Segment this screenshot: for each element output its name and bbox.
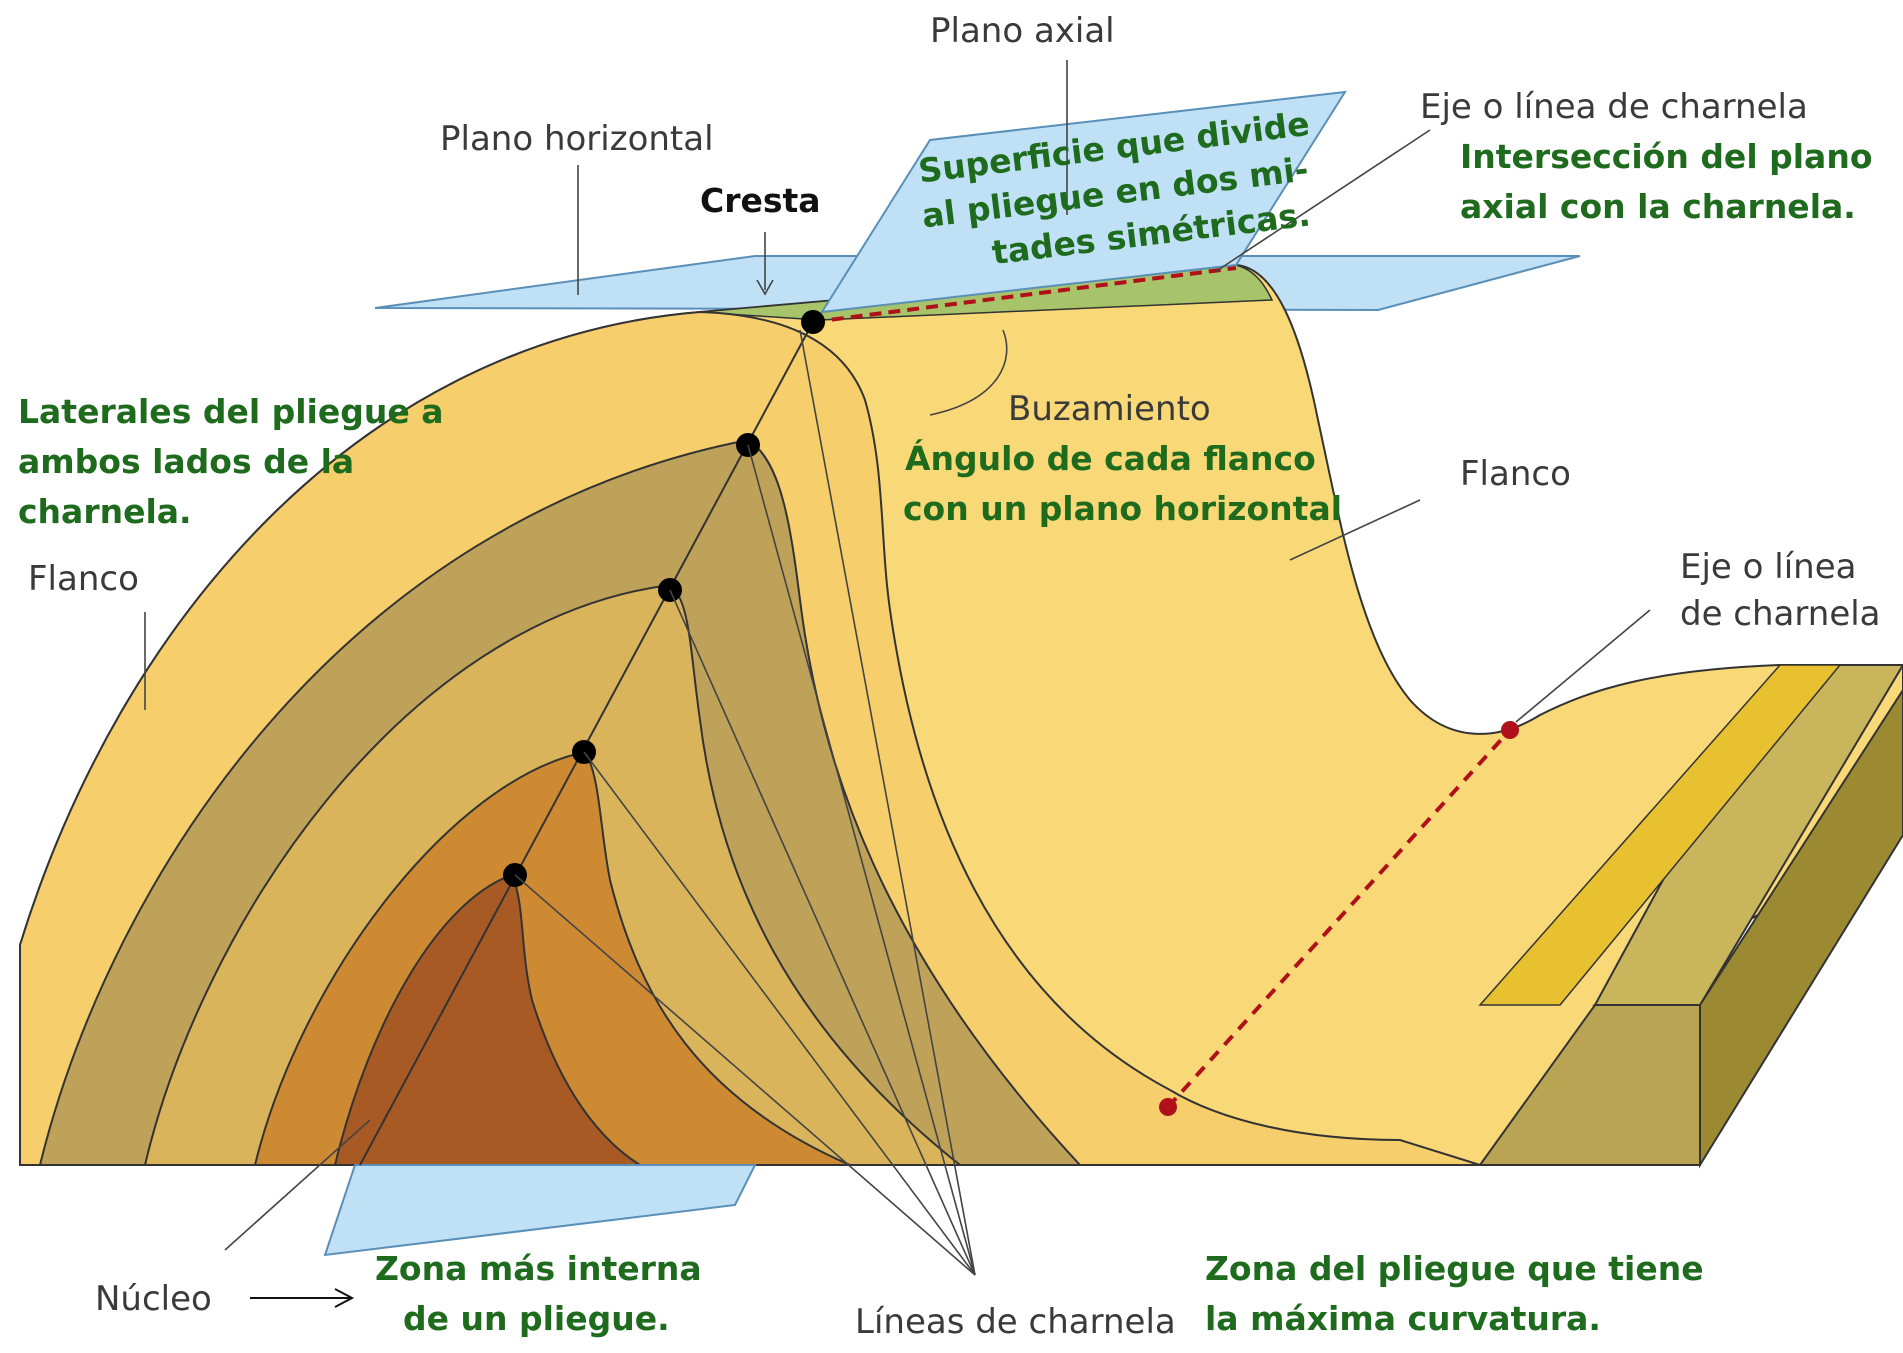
leader-nucleo xyxy=(224,1119,371,1251)
lineas-charnela-leaders xyxy=(514,329,976,1276)
trough-point-2 xyxy=(1501,721,1519,739)
label-flanco-left: Flanco xyxy=(28,559,139,599)
note-laterales-2: ambos lados de la xyxy=(18,442,354,481)
label-plano-axial: Plano axial xyxy=(930,11,1115,51)
note-angulo-2: con un plano horizontal xyxy=(903,489,1342,528)
hinge-point-1 xyxy=(801,310,825,334)
block-stripe xyxy=(1478,664,1842,1006)
label-buzamiento: Buzamiento xyxy=(1008,389,1211,429)
note-zona-curvatura-1: Zona del pliegue que tiene xyxy=(1205,1249,1704,1288)
cresta-arrow-head xyxy=(756,279,774,296)
note-angulo-1: Ángulo de cada flanco xyxy=(905,438,1316,478)
nucleo-arrow-head xyxy=(334,1288,355,1308)
label-eje-right-2: de charnela xyxy=(1680,594,1881,634)
note-interseccion-1: Intersección del plano xyxy=(1460,137,1872,176)
leader-eje-top xyxy=(1214,129,1431,273)
leader-flanco-right xyxy=(1289,499,1421,561)
label-eje-top: Eje o línea de charnela xyxy=(1420,87,1808,127)
note-laterales-1: Laterales del pliegue a xyxy=(18,392,444,431)
note-laterales-3: charnela. xyxy=(18,492,192,531)
hinge-line-top xyxy=(812,266,1237,324)
axial-plane-upper xyxy=(820,90,1347,314)
note-interseccion-2: axial con la charnela. xyxy=(1460,187,1856,226)
label-plano-horizontal: Plano horizontal xyxy=(440,119,714,159)
label-cresta: Cresta xyxy=(700,181,821,220)
layer-core xyxy=(333,873,644,1166)
block-end-dark xyxy=(1699,688,1903,1169)
axial-plane-lower xyxy=(323,1164,757,1257)
label-eje-right-1: Eje o línea xyxy=(1680,547,1856,587)
note-zona-curvatura-2: la máxima curvatura. xyxy=(1205,1299,1601,1338)
hinge-line-trough xyxy=(1166,728,1512,1109)
leader-eje-right xyxy=(1515,609,1651,723)
label-flanco-right: Flanco xyxy=(1460,454,1571,494)
note-zona-interna-2: de un pliegue. xyxy=(403,1299,670,1338)
label-nucleo: Núcleo xyxy=(95,1279,212,1319)
trough-point-1 xyxy=(1159,1098,1177,1116)
buzamiento-arc xyxy=(929,329,1008,416)
label-lineas-charnela: Líneas de charnela xyxy=(855,1302,1176,1342)
note-zona-interna-1: Zona más interna xyxy=(375,1249,702,1288)
